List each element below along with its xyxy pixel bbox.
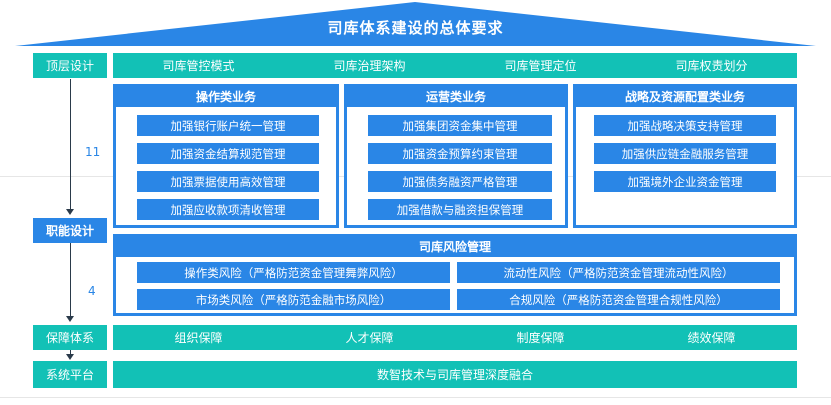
diagram-title: 司库体系建设的总体要求: [327, 19, 504, 37]
top-item: 司库权责划分: [675, 59, 748, 73]
top-item: 司库管理定位: [504, 59, 577, 73]
list-item: 加强资金结算规范管理: [137, 143, 319, 164]
list-item: 加强供应链金融服务管理: [594, 143, 776, 164]
list-item: 加强集团资金集中管理: [368, 115, 552, 136]
list-item: 市场类风险（严格防范金融市场风险）: [137, 289, 450, 310]
list-item: 操作类风险（严格防范资金管理舞弊风险）: [137, 262, 450, 283]
panel-title: 战略及资源配置类业务: [624, 89, 745, 104]
panel-title: 运营类业务: [425, 89, 486, 104]
label-function-design: 职能设计: [33, 218, 107, 243]
label-top-design: 顶层设计: [33, 53, 107, 78]
list-item: 加强战略决策支持管理: [594, 115, 776, 136]
risk-count: 4: [88, 284, 96, 298]
list-item: 加强应收款项清收管理: [137, 199, 319, 220]
arrow-down-icon: [66, 354, 74, 360]
label-platform: 系统平台: [33, 361, 107, 388]
panel-title: 司库风险管理: [418, 239, 491, 254]
list-item: 加强债务融资严格管理: [368, 171, 552, 192]
roof: [15, 2, 816, 46]
top-design-band: 司库管控模式 司库治理架构 司库管理定位 司库权责划分: [113, 53, 797, 78]
list-item: 合规风险（严格防范资金管理合规性风险）: [457, 289, 780, 310]
arrow-line: [70, 79, 71, 210]
guarantee-item: 制度保障: [516, 331, 565, 345]
guarantee-item: 人才保障: [345, 331, 394, 345]
list-item: 加强境外企业资金管理: [594, 171, 776, 192]
list-item: 加强资金预算约束管理: [368, 143, 552, 164]
guarantee-item: 绩效保障: [687, 331, 736, 345]
arrow-down-icon: [66, 209, 74, 215]
list-item: 加强票据使用高效管理: [137, 171, 319, 192]
guarantee-band: 组织保障 人才保障 制度保障 绩效保障: [113, 325, 797, 350]
arrow-down-icon: [66, 316, 74, 322]
platform-band: 数智技术与司库管理深度融合: [113, 361, 797, 388]
panel-title: 操作类业务: [195, 89, 256, 104]
top-item: 司库治理架构: [333, 59, 406, 73]
list-item: 加强借款与融资担保管理: [368, 199, 552, 220]
separator: [0, 397, 831, 398]
label-guarantee: 保障体系: [33, 325, 107, 350]
list-item: 流动性风险（严格防范资金管理流动性风险）: [457, 262, 780, 283]
ops-count: 11: [85, 145, 101, 159]
list-item: 加强银行账户统一管理: [137, 115, 319, 136]
guarantee-item: 组织保障: [174, 331, 223, 345]
arrow-line: [70, 350, 71, 355]
top-item: 司库管控模式: [162, 59, 235, 73]
arrow-line: [70, 243, 71, 317]
